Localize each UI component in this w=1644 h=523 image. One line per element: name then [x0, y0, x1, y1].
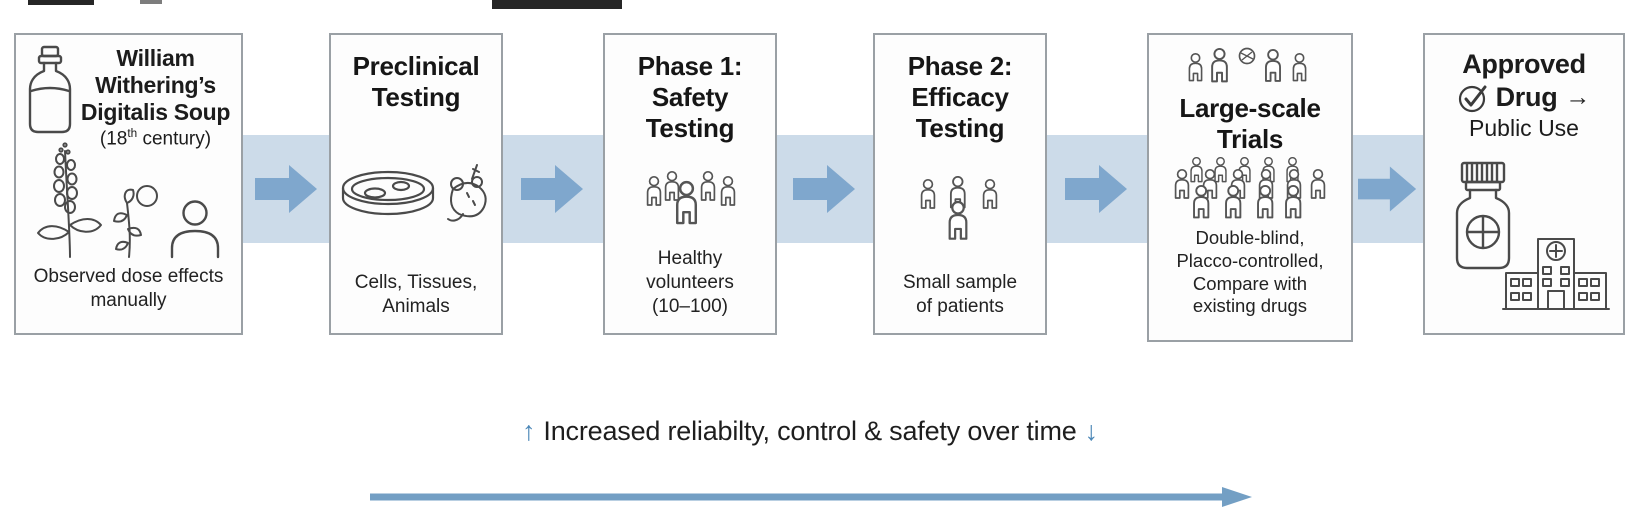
step-card-origin: William Withering’s Digitalis Soup (18th… [14, 33, 243, 335]
public-use-label: Public Use [1469, 115, 1579, 141]
step-card-phase1: Phase 1: Safety Testing Healthy vol [603, 33, 777, 335]
step-title: Phase 1: Safety Testing [637, 51, 743, 144]
globe-icon [1238, 47, 1256, 65]
patient-group-icon [916, 175, 1004, 244]
step-card-preclinical: Preclinical Testing [329, 33, 503, 335]
crowd-icon [1170, 157, 1330, 223]
flow-arrow-icon [1358, 166, 1417, 212]
top-edge-artifact [28, 0, 94, 5]
flow-arrow-icon [521, 165, 583, 213]
foxglove-plant-icon [35, 137, 105, 259]
step-title: William Withering’s Digitalis Soup [80, 45, 231, 126]
step-caption: Cells, Tissues, Animals [354, 272, 478, 318]
flow-arrow-icon [793, 165, 855, 213]
flow-arrow-icon [255, 165, 317, 213]
top-edge-artifact [492, 0, 622, 9]
check-circle-icon [1458, 83, 1488, 113]
step-caption: Small sample of patients [902, 272, 1018, 318]
step-title: Phase 2: Efficacy Testing [907, 51, 1013, 144]
step-title: Approved [1462, 49, 1586, 79]
person-icon [167, 199, 223, 259]
step-card-large-scale: Large-scale Trials [1147, 33, 1353, 342]
herb-sprig-icon [112, 183, 159, 259]
drug-label: Drug [1495, 82, 1558, 112]
step-caption: Healthy volunteers (10–100) [646, 248, 734, 318]
step-card-approved: Approved Drug → Public Use [1423, 33, 1625, 335]
participants-row-icon [1184, 43, 1316, 91]
volunteer-group-icon [640, 168, 740, 228]
lab-mouse-icon [443, 163, 493, 225]
flow-arrow-icon [1065, 165, 1127, 213]
timeline-annotation: ↑Increased reliabilty, control & safety … [360, 416, 1260, 447]
top-edge-artifact [140, 0, 162, 4]
timeline-annotation-text: Increased reliabilty, control & safety o… [543, 416, 1077, 446]
timeline-arrow-icon [370, 487, 1252, 507]
hospital-icon [1501, 231, 1611, 313]
medicine-bottle-icon [24, 45, 76, 151]
step-title: Large-scale Trials [1179, 93, 1321, 155]
petri-dish-icon [339, 164, 437, 224]
down-arrow-glyph: ↓ [1084, 416, 1099, 446]
step-card-phase2: Phase 2: Efficacy Testing Small sample o… [873, 33, 1047, 335]
step-caption: Observed dose effects manually [33, 265, 224, 311]
step-caption: Double-blind, Placco-controlled, Compare… [1176, 227, 1324, 317]
pill-bottle-icon [1447, 161, 1519, 271]
right-arrow-glyph: → [1565, 83, 1591, 111]
step-title: Preclinical Testing [352, 51, 480, 113]
step-era: (18th century) [99, 127, 212, 150]
up-arrow-glyph: ↑ [522, 416, 536, 446]
